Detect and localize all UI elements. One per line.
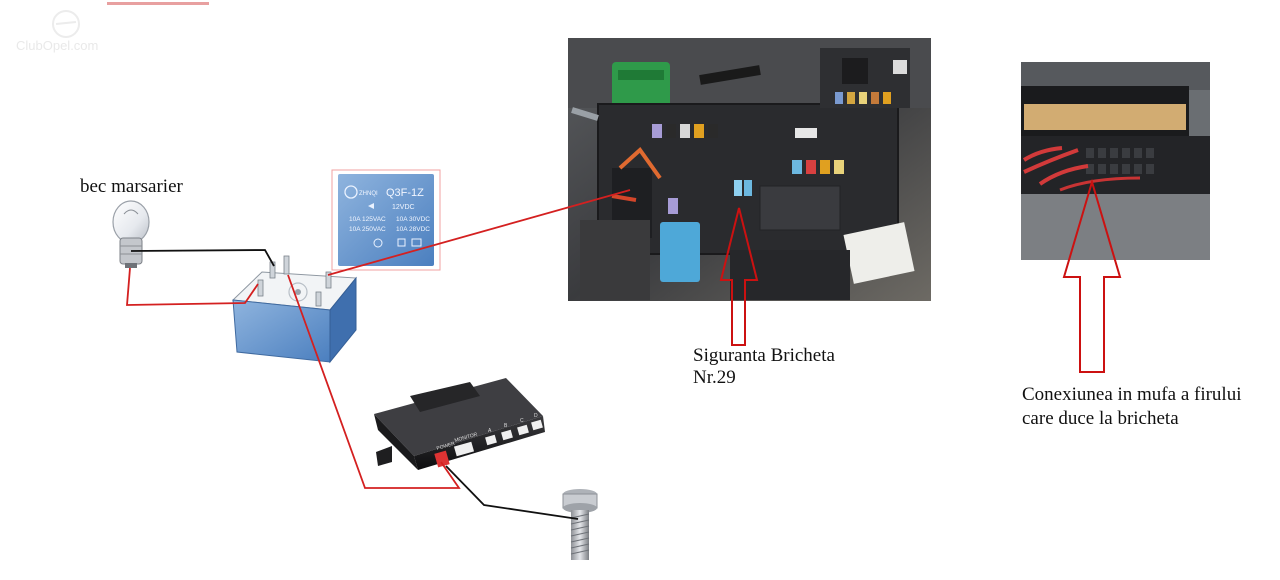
watermark-text: ClubOpel.com (16, 38, 99, 53)
ground-bolt-image (562, 489, 598, 560)
relay-rating-ac2: 10A 250VAC (349, 226, 386, 233)
top-red-strip (107, 2, 209, 5)
reverse-bulb-image (112, 200, 150, 268)
relay-label-image: ZHNQI Q3F-1Z 12VDC 10A 125VAC 10A 30VDC … (331, 169, 441, 271)
parking-sensor-box: POWER MONITOR A B C D (374, 378, 545, 470)
relay-coil: 12VDC (392, 204, 415, 211)
relay-brand: ZHNQI (359, 191, 378, 197)
relay-image (231, 255, 357, 364)
relay-model: Q3F-1Z (386, 187, 424, 199)
reverse-bulb-label: bec marsarier (80, 176, 183, 197)
connector-arrow (1062, 178, 1122, 373)
wire-bulb-to-relay-black (130, 249, 275, 267)
relay-rating-dc2: 10A 28VDC (396, 226, 430, 233)
wire-relay-to-sensor-red (287, 274, 461, 489)
watermark-logo (52, 10, 80, 38)
relay-rating-dc1: 10A 30VDC (396, 216, 430, 223)
wire-sensor-to-ground-black (445, 465, 579, 520)
port-b-label: B (504, 423, 508, 429)
fusebox-photo (568, 38, 931, 301)
wire-relay-to-fuse-red (327, 189, 631, 276)
port-c-label: C (520, 418, 524, 424)
wire-bulb-to-relay-red (126, 267, 259, 306)
connector-photo (1021, 62, 1210, 260)
port-d-label: D (534, 413, 538, 419)
fuse-label-line2: Nr.29 (693, 367, 736, 388)
connector-label-line2: care duce la bricheta (1022, 408, 1179, 429)
fuse-label-line1: Siguranta Bricheta (693, 345, 835, 366)
port-power-label: POWER (436, 441, 456, 452)
fuse-arrow (719, 207, 759, 346)
relay-rating-ac1: 10A 125VAC (349, 216, 386, 223)
port-a-label: A (488, 428, 492, 434)
connector-label-line1: Conexiunea in mufa a firului (1022, 384, 1242, 405)
